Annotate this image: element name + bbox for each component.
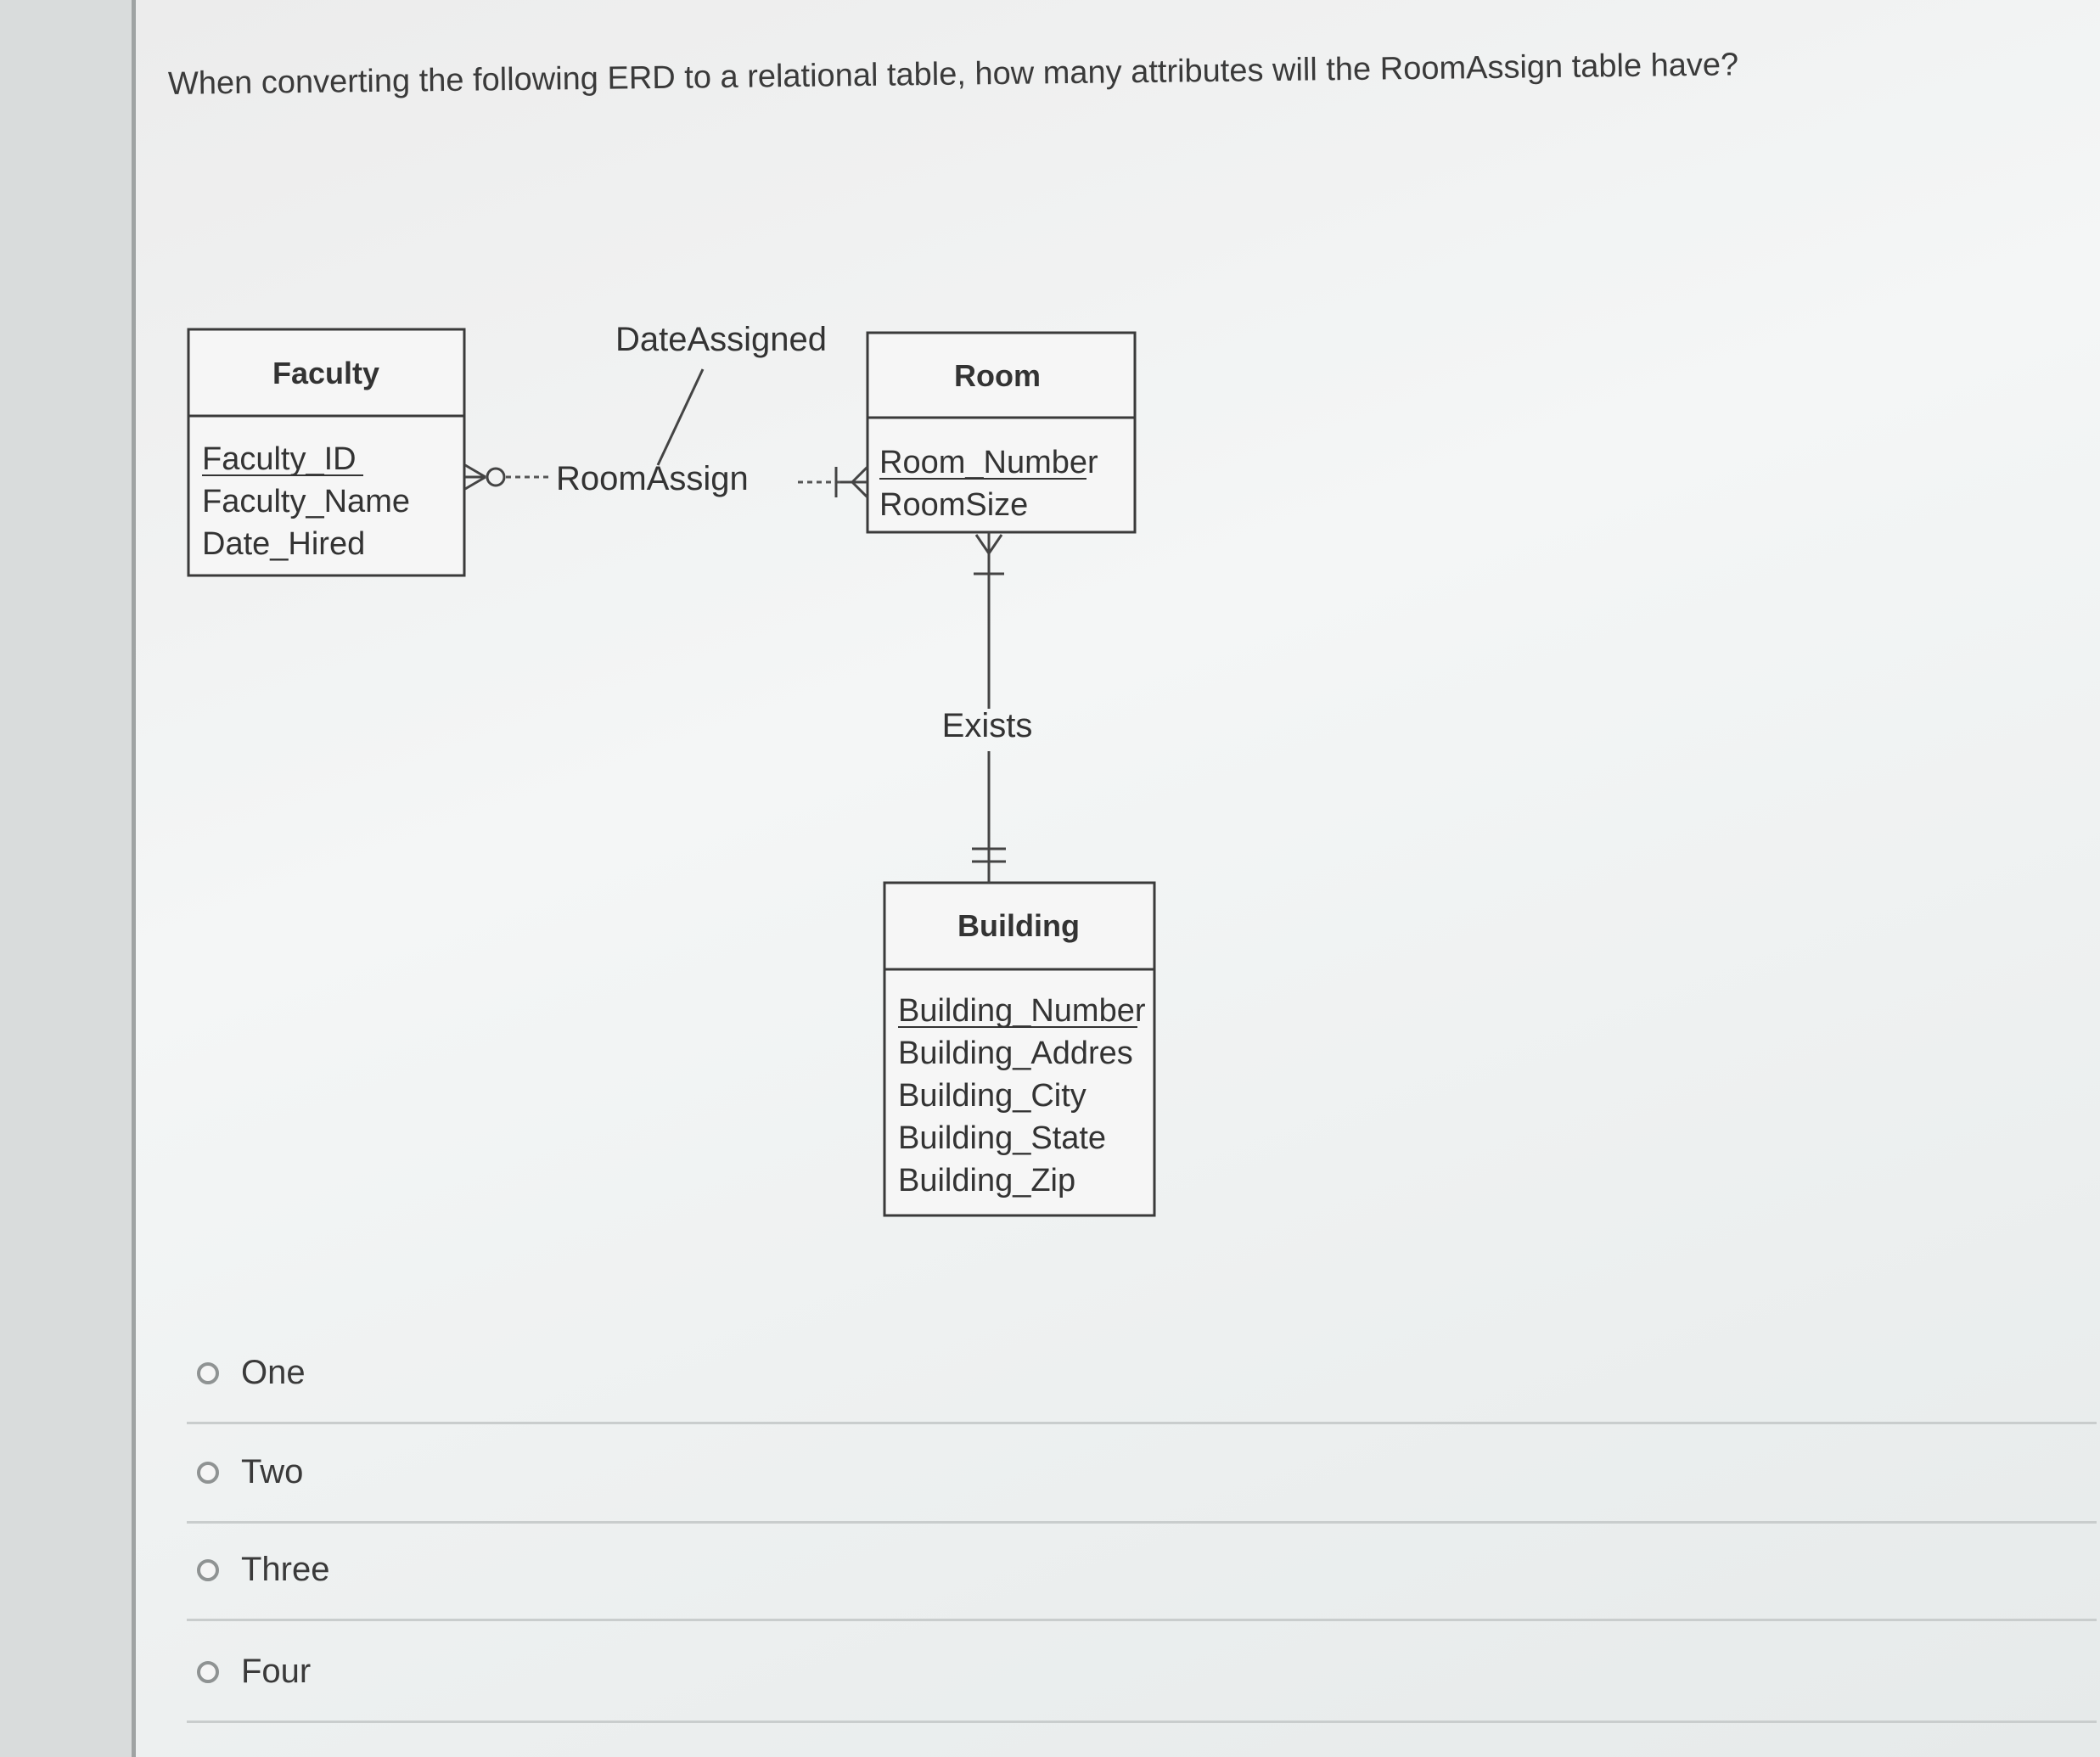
option-label: Four	[241, 1653, 312, 1690]
radio-icon[interactable]	[197, 1660, 219, 1683]
building-attr-address: Building_Addres	[898, 1036, 1133, 1071]
window-edge	[132, 0, 136, 1757]
building-attr-zip: Building_Zip	[898, 1163, 1075, 1198]
option-label: Two	[241, 1453, 304, 1490]
faculty-attr-id: Faculty_ID	[202, 441, 357, 477]
faculty-attr-name: Faculty_Name	[202, 484, 410, 519]
option-one[interactable]: One	[187, 1324, 2097, 1424]
option-three[interactable]: Three	[187, 1521, 2097, 1621]
option-label: Three	[241, 1551, 330, 1588]
room-attr-number: Room_Number	[879, 445, 1098, 480]
option-two[interactable]: Two	[187, 1423, 2097, 1524]
exists-relationship: Exists	[942, 532, 1033, 883]
quiz-page	[136, 0, 2100, 1757]
radio-icon[interactable]	[197, 1361, 219, 1384]
radio-icon[interactable]	[197, 1461, 219, 1484]
faculty-attr-hired: Date_Hired	[202, 526, 365, 562]
option-four[interactable]: Four	[187, 1623, 2097, 1723]
room-entity: Room Room_Number RoomSize	[866, 331, 1137, 534]
room-title: Room	[954, 358, 1041, 393]
erd-diagram: Faculty Faculty_ID Faculty_Name Date_Hir…	[187, 321, 1156, 1217]
faculty-title: Faculty	[272, 356, 379, 390]
exists-label: Exists	[942, 707, 1033, 744]
date-assigned-label: DateAssigned	[615, 321, 827, 358]
building-attr-city: Building_City	[898, 1078, 1086, 1114]
building-attr-state: Building_State	[898, 1120, 1106, 1156]
room-assign-relationship: RoomAssign DateAssigned	[464, 321, 869, 499]
radio-icon[interactable]	[197, 1558, 219, 1581]
room-attr-size: RoomSize	[879, 487, 1028, 523]
room-assign-label: RoomAssign	[556, 460, 749, 497]
faculty-entity: Faculty Faculty_ID Faculty_Name Date_Hir…	[187, 328, 466, 577]
building-entity: Building Building_Number Building_Addres…	[883, 881, 1156, 1217]
building-attr-number: Building_Number	[898, 993, 1146, 1029]
option-label: One	[241, 1354, 306, 1391]
building-title: Building	[957, 908, 1080, 943]
